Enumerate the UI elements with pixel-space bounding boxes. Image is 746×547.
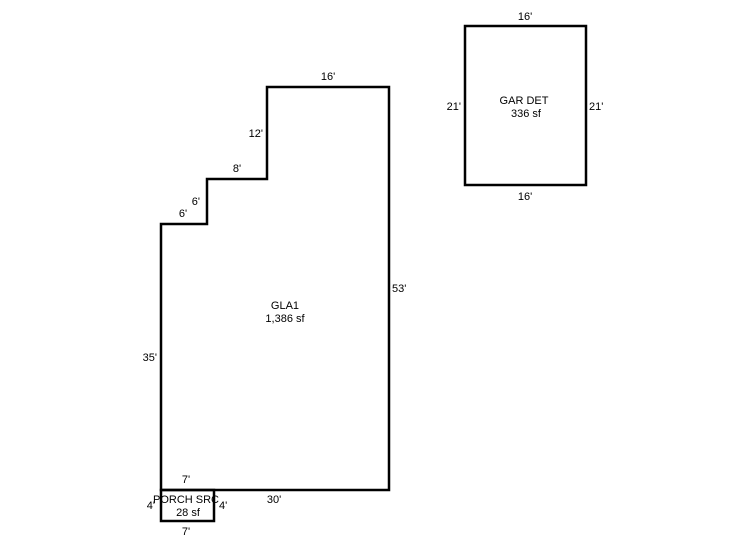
gla-outline — [159, 85, 391, 492]
garage-name-label: GAR DET — [500, 95, 549, 107]
gla-step-upper-horizontal-dimension: 8' — [233, 163, 241, 175]
porch-outline — [159, 488, 216, 523]
porch-top-dimension: 7' — [182, 474, 190, 486]
porch-area-label: 28 sf — [176, 507, 201, 519]
gla-area-label: 1,386 sf — [265, 313, 305, 325]
porch-right-dimension: 4' — [219, 500, 227, 512]
gla-right-dimension: 53' — [392, 283, 406, 295]
gla-bottom-dimension: 30' — [267, 494, 281, 506]
garage-left-dimension: 21' — [447, 101, 461, 113]
porch-bottom-dimension: 7' — [182, 526, 190, 538]
gla-name-label: GLA1 — [271, 300, 299, 312]
gla-step-upper-vertical-dimension: 12' — [249, 128, 263, 140]
porch-name-label: PORCH SRC — [153, 494, 219, 506]
garage-outline — [463, 24, 588, 187]
garage-area-label: 336 sf — [511, 108, 542, 120]
garage-bottom-dimension: 16' — [518, 191, 532, 203]
gla-top-dimension: 16' — [321, 71, 335, 83]
garage-right-dimension: 21' — [589, 101, 603, 113]
gla-step-lower-vertical-dimension: 6' — [192, 196, 200, 208]
garage-top-dimension: 16' — [518, 11, 532, 23]
porch-left-dimension: 4' — [147, 500, 155, 512]
gla-step-lower-horizontal-dimension: 6' — [179, 208, 187, 220]
gla-left-dimension: 35' — [143, 352, 157, 364]
